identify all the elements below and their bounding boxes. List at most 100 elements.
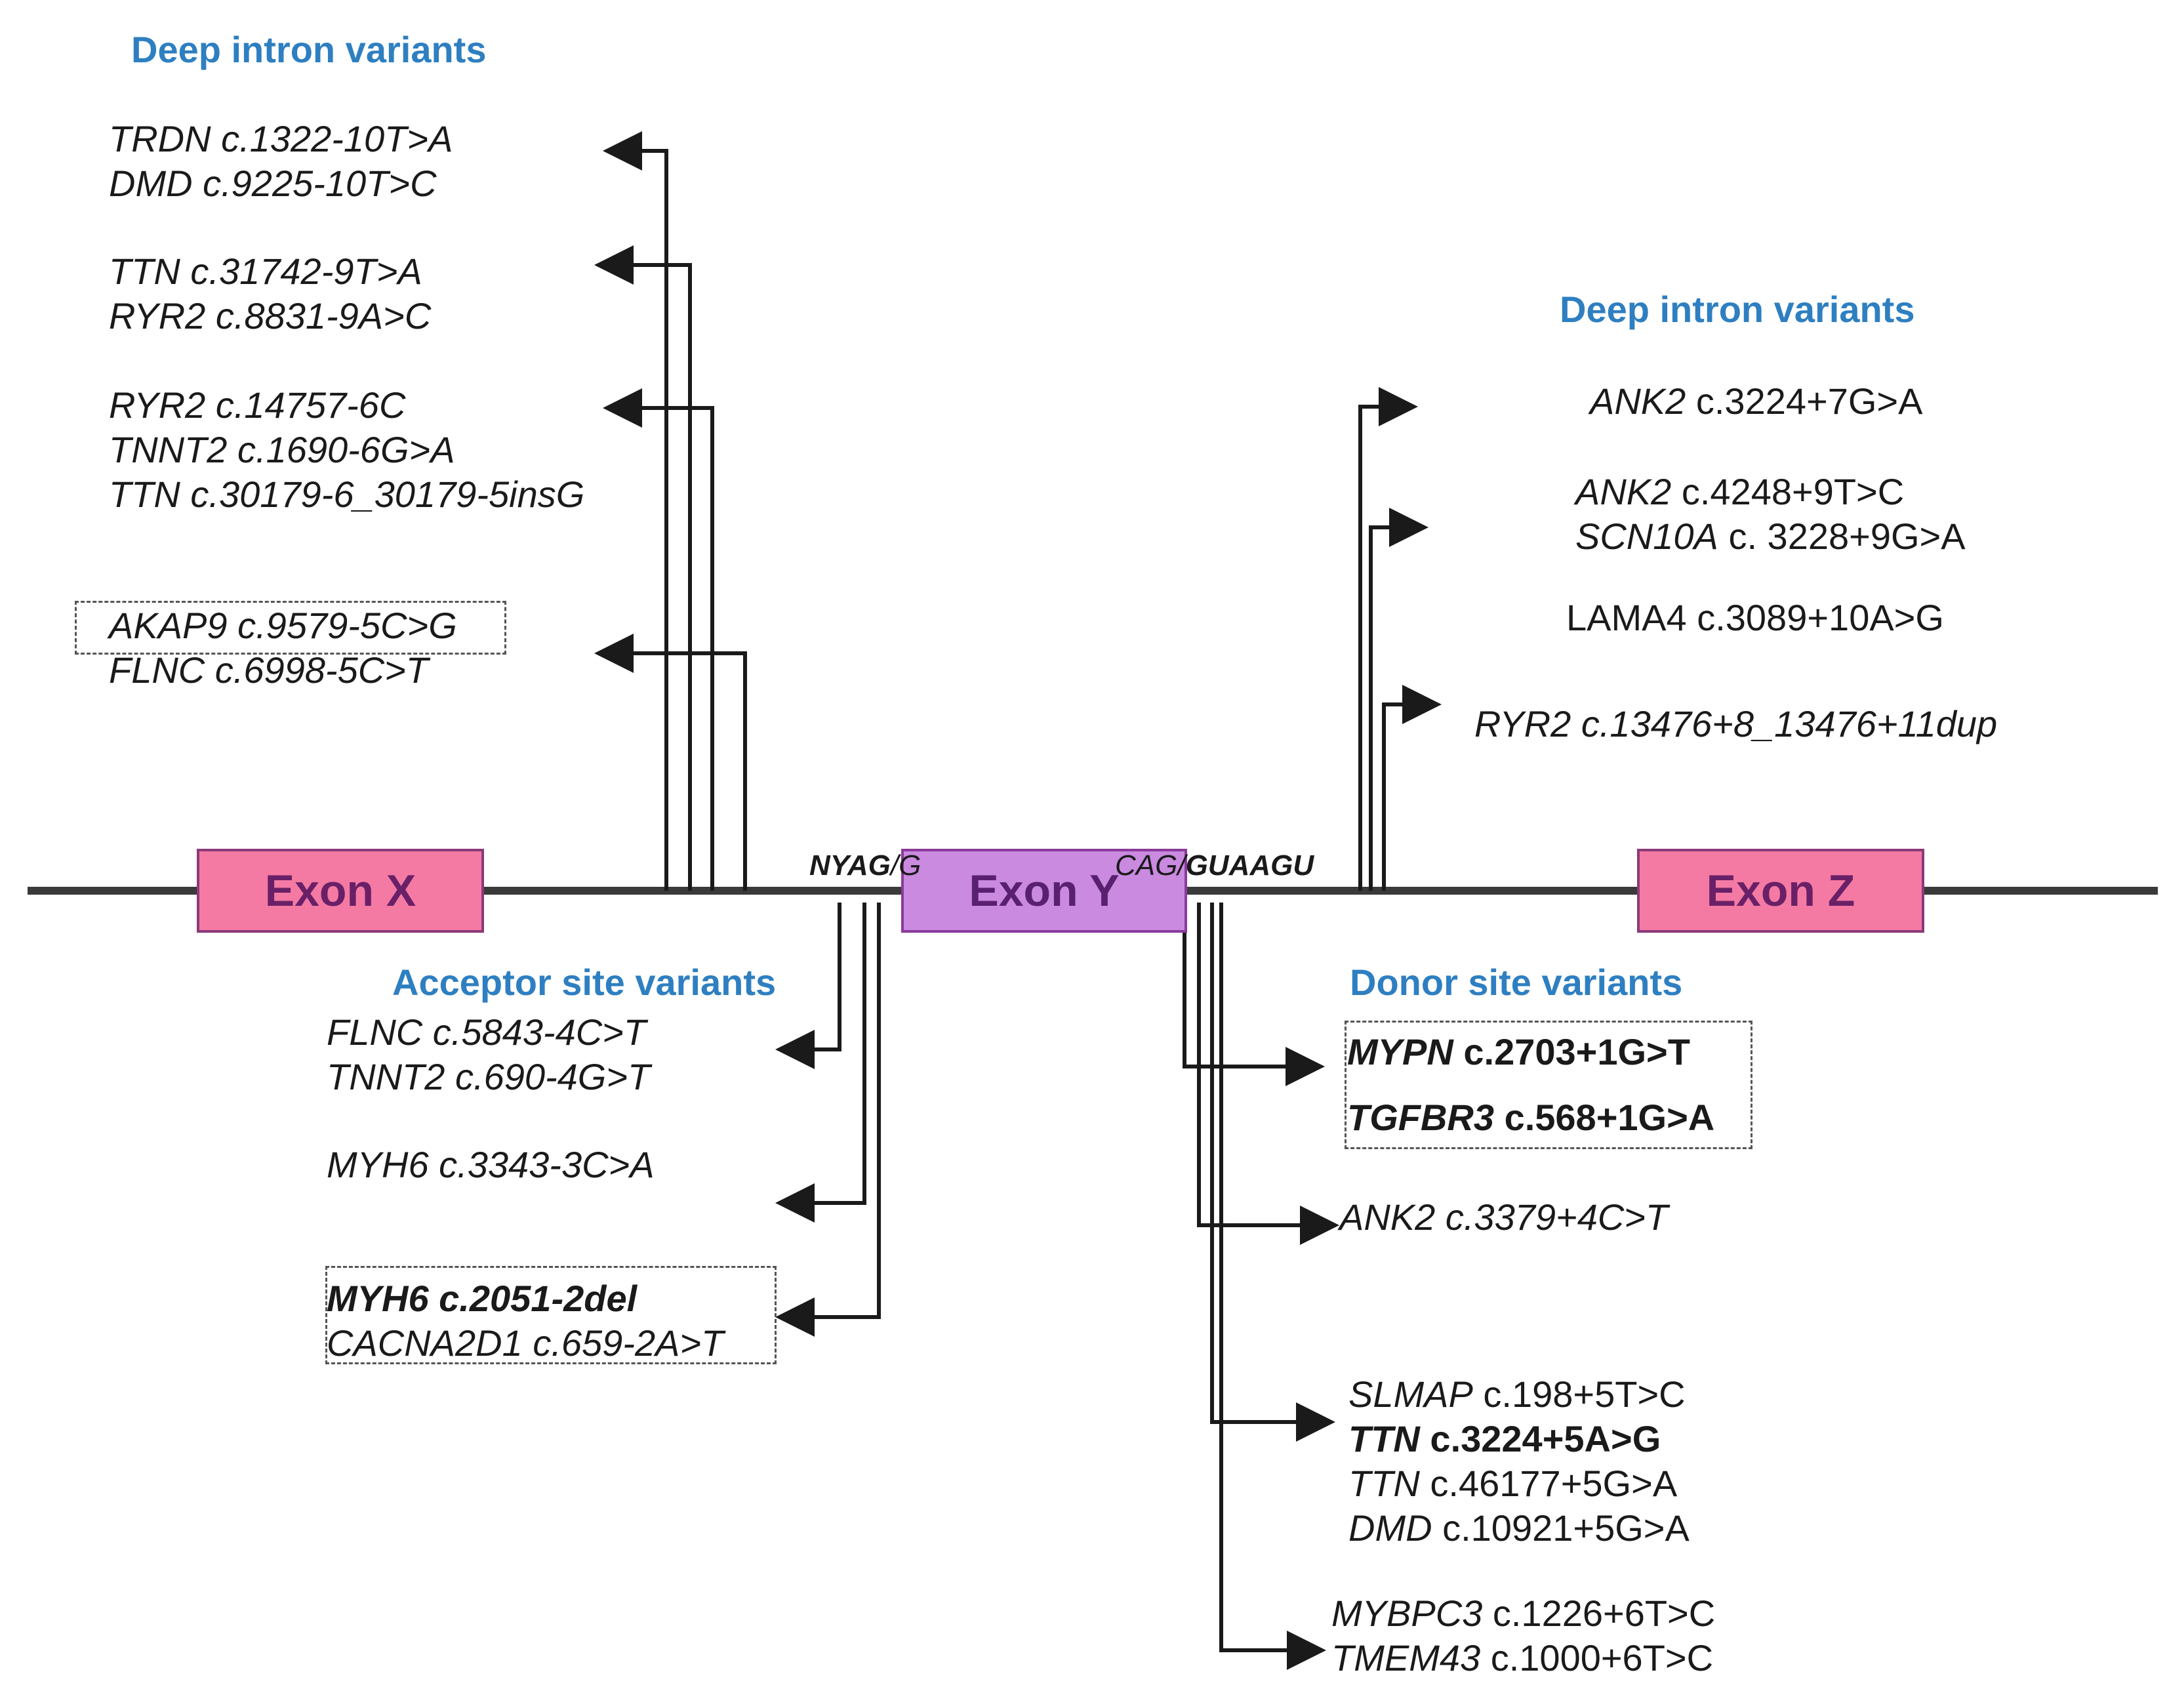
variant-change: c.13476+8_13476+11dup (1581, 703, 1998, 744)
variant-change: c.3379+4C>T (1445, 1196, 1669, 1238)
variant-change: c.3089+10A>G (1697, 597, 1944, 638)
connector-donor-4 (1219, 903, 1326, 1670)
variant-change: c.690-4G>T (455, 1056, 651, 1097)
connector-deep-left-3 (603, 388, 714, 891)
deep-left-variant-6: TNNT2 c.1690-6G>A (109, 432, 455, 468)
connector-deep-left-1 (603, 131, 668, 891)
variant-change: c.2703+1G>T (1463, 1031, 1690, 1072)
variant-change: c.659-2A>T (533, 1322, 724, 1364)
connector-deep-right-3 (1382, 685, 1442, 891)
variant-change: c.31742-9T>A (190, 251, 422, 292)
exon-y-label: Exon Y (969, 866, 1120, 916)
highlight-box-akap9 (75, 601, 506, 655)
variant-gene: ANK2 (1575, 471, 1672, 512)
exon-x-label: Exon X (264, 866, 416, 916)
variant-change: c.5843-4C>T (432, 1011, 647, 1053)
variant-gene: TTN (109, 474, 180, 515)
variant-gene: ANK2 (1339, 1196, 1436, 1238)
variant-gene: MYPN (1347, 1031, 1453, 1072)
variant-gene: RYR2 (109, 295, 206, 336)
variant-gene: DMD (1348, 1507, 1432, 1549)
variant-gene: TMEM43 (1331, 1637, 1481, 1678)
connector-acceptor-1 (775, 903, 841, 1069)
connector-donor-1 (1183, 903, 1325, 1086)
connector-donor-2 (1197, 903, 1339, 1245)
variant-change: c.10921+5G>A (1442, 1507, 1690, 1549)
variant-change: c.9225-10T>C (203, 163, 437, 204)
variant-change: c.198+5T>C (1483, 1373, 1686, 1415)
donor-variant-8: MYBPC3 c.1226+6T>C (1331, 1595, 1715, 1632)
variant-gene: TGFBR3 (1347, 1097, 1494, 1138)
deep-right-variant-4: LAMA4 c.3089+10A>G (1566, 600, 1944, 636)
deep-left-variant-9: FLNC c.6998-5C>T (109, 652, 428, 689)
deep-left-variant-2: DMD c.9225-10T>C (109, 165, 437, 202)
variant-change: c.4248+9T>C (1681, 471, 1905, 512)
donor-variant-4: SLMAP c.198+5T>C (1348, 1376, 1686, 1413)
variant-gene: LAMA4 (1566, 597, 1687, 638)
highlight-box-myh6-cacna2d1 (325, 1266, 777, 1364)
variant-change: c.1000+6T>C (1490, 1637, 1714, 1678)
variant-change: c.1226+6T>C (1492, 1593, 1716, 1634)
variant-change: c.14757-6C (215, 384, 406, 426)
acceptor-variant-1: FLNC c.5843-4C>T (327, 1014, 646, 1051)
variant-change: c.1690-6G>A (237, 429, 455, 470)
variant-gene: ANK2 (1590, 380, 1686, 422)
acceptor-variant-3: MYH6 c.3343-3C>A (327, 1147, 655, 1183)
variant-gene: DMD (109, 163, 193, 204)
connector-deep-right-1 (1358, 387, 1418, 891)
variant-gene: AKAP9 (109, 605, 228, 646)
acceptor-consensus-bold: NYAG (809, 849, 891, 882)
deep-right-variant-3: SCN10A c. 3228+9G>A (1575, 518, 1966, 555)
heading-donor-site: Donor site variants (1350, 962, 1683, 1003)
heading-acceptor-site: Acceptor site variants (392, 962, 777, 1003)
acceptor-variant-2: TNNT2 c.690-4G>T (327, 1059, 650, 1095)
heading-deep-intron-left: Deep intron variants (131, 29, 487, 70)
donor-consensus-bold: GUAAGU (1185, 849, 1314, 882)
variant-gene: CACNA2D1 (327, 1322, 523, 1364)
deep-right-variant-2: ANK2 c.4248+9T>C (1575, 474, 1904, 510)
deep-left-variant-1: TRDN c.1322-10T>A (109, 121, 453, 157)
variant-gene: SLMAP (1348, 1373, 1473, 1415)
variant-gene: TTN (1348, 1418, 1420, 1459)
exon-z-label: Exon Z (1706, 866, 1855, 916)
variant-change: c.3343-3C>A (439, 1144, 655, 1185)
acceptor-variant-5: CACNA2D1 c.659-2A>T (327, 1325, 723, 1362)
deep-left-variant-8: AKAP9 c.9579-5C>G (109, 607, 457, 644)
connector-deep-right-2 (1369, 508, 1428, 891)
connector-acceptor-3 (775, 903, 881, 1337)
variant-gene: FLNC (327, 1011, 423, 1053)
variant-gene: MYBPC3 (1331, 1593, 1483, 1634)
connector-deep-left-2 (594, 245, 692, 891)
exon-y: Exon Y (901, 849, 1187, 933)
variant-gene: MYH6 (327, 1278, 429, 1319)
variant-change: c.568+1G>A (1504, 1097, 1715, 1138)
deep-left-variant-7: TTN c.30179-6_30179-5insG (109, 476, 584, 513)
donor-variant-9: TMEM43 c.1000+6T>C (1331, 1640, 1713, 1677)
acceptor-consensus-plain: /G (890, 849, 921, 882)
deep-right-variant-1: ANK2 c.3224+7G>A (1590, 383, 1922, 420)
variant-gene: RYR2 (1474, 703, 1571, 744)
variant-gene: TTN (1348, 1463, 1420, 1504)
acceptor-consensus: NYAG/G (809, 851, 921, 880)
exon-x: Exon X (197, 849, 484, 933)
heading-deep-intron-right: Deep intron variants (1560, 289, 1915, 330)
donor-consensus: CAG/GUAAGU (1115, 851, 1314, 880)
exon-z: Exon Z (1637, 849, 1924, 933)
connector-donor-3 (1210, 903, 1335, 1442)
variant-change: c. 3228+9G>A (1728, 516, 1966, 557)
variant-change: c.1322-10T>A (221, 118, 453, 159)
variant-change: c.2051-2del (439, 1278, 638, 1319)
donor-variant-6: TTN c.46177+5G>A (1348, 1465, 1677, 1502)
highlight-box-mypn-tgfbr3 (1345, 1021, 1752, 1149)
variant-change: c.6998-5C>T (214, 649, 429, 691)
variant-change: c.30179-6_30179-5insG (190, 474, 585, 515)
variant-change: c.3224+7G>A (1695, 380, 1923, 422)
variant-gene: TTN (109, 251, 180, 292)
variant-change: c.8831-9A>C (215, 295, 432, 336)
connector-deep-left-4 (594, 634, 747, 891)
variant-gene: FLNC (109, 649, 205, 691)
variant-change: c.46177+5G>A (1430, 1463, 1678, 1504)
deep-right-variant-5: RYR2 c.13476+8_13476+11dup (1474, 706, 1997, 742)
deep-left-variant-4: RYR2 c.8831-9A>C (109, 298, 431, 335)
